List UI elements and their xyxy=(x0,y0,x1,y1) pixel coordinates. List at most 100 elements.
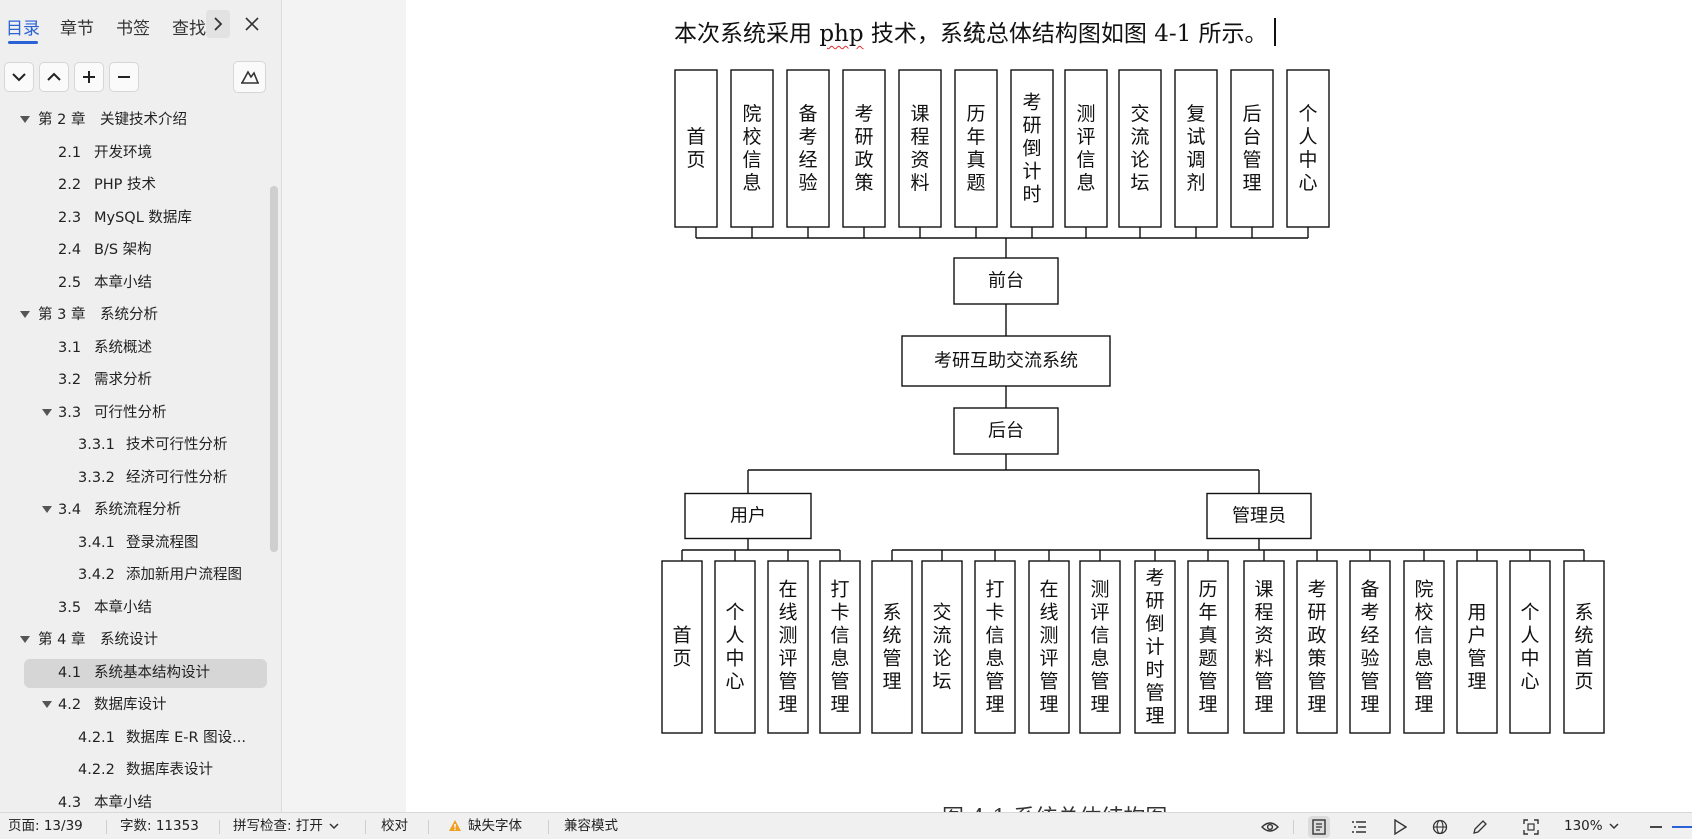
add-heading-button[interactable] xyxy=(74,62,104,92)
caret-down-icon[interactable] xyxy=(20,636,30,643)
module-label: 在线测评管理 xyxy=(1039,579,1058,716)
caret-down-icon[interactable] xyxy=(20,116,30,123)
paragraph-text-end: 技术，系统总体结构图如图 4-1 所示。 xyxy=(863,21,1268,47)
toc-item-title: 登录流程图 xyxy=(126,534,199,551)
module-box[interactable] xyxy=(1134,560,1176,734)
frontend-box[interactable] xyxy=(953,257,1059,305)
module-box[interactable] xyxy=(786,69,830,228)
module-box[interactable] xyxy=(1028,560,1070,734)
module-box[interactable] xyxy=(661,560,703,734)
remove-heading-button[interactable] xyxy=(109,62,139,92)
module-box[interactable] xyxy=(1286,69,1330,228)
toc-item-title: 关键技术介绍 xyxy=(100,112,187,128)
toc-toolbar xyxy=(0,61,281,96)
module-box[interactable] xyxy=(1296,560,1338,734)
eye-icon xyxy=(1261,822,1279,832)
module-box[interactable] xyxy=(1187,560,1229,734)
module-box[interactable] xyxy=(1010,69,1054,228)
zoom-slider[interactable] xyxy=(1672,816,1692,838)
reading-mode-button[interactable] xyxy=(1259,816,1281,838)
outline-view-button[interactable] xyxy=(1348,816,1370,838)
module-box[interactable] xyxy=(871,560,913,734)
module-box[interactable] xyxy=(921,560,963,734)
document-page[interactable]: 本次系统采用 php 技术，系统总体结构图如图 4-1 所示。 首页院校信息备考… xyxy=(406,0,1692,812)
module-box[interactable] xyxy=(767,560,809,734)
backend-box[interactable] xyxy=(953,407,1059,455)
spellcheck-toggle[interactable]: 拼写检查: 打开 xyxy=(233,813,339,839)
tab-toc[interactable]: 目录 xyxy=(6,14,40,44)
toc-item[interactable]: 第 3 章系统分析 xyxy=(0,299,281,331)
toc-item-title: 需求分析 xyxy=(94,372,152,388)
drag-handle-icon[interactable] xyxy=(966,20,980,42)
fit-page-button[interactable] xyxy=(1520,816,1542,838)
toc-item-title: 添加新用户流程图 xyxy=(126,567,242,583)
module-box[interactable] xyxy=(819,560,861,734)
tab-chapters[interactable]: 章节 xyxy=(60,19,94,39)
toc-style-button[interactable] xyxy=(233,61,266,93)
caret-down-icon[interactable] xyxy=(42,506,52,513)
caret-down-icon[interactable] xyxy=(42,408,52,416)
toc-item[interactable]: 第 2 章关键技术介绍 xyxy=(0,104,281,136)
paragraph-text-start: 本次系统采用 xyxy=(674,21,820,47)
missing-font-button[interactable]: 缺失字体 xyxy=(448,813,522,839)
module-box[interactable] xyxy=(974,560,1016,734)
tab-find[interactable]: 查找 xyxy=(172,19,206,39)
caret-down-icon[interactable] xyxy=(42,701,52,708)
play-button[interactable] xyxy=(1389,816,1411,838)
module-box[interactable] xyxy=(1064,69,1108,228)
toc-item-title: 技术可行性分析 xyxy=(126,437,228,453)
collapse-up-button[interactable] xyxy=(39,62,69,92)
module-box[interactable] xyxy=(842,69,886,228)
module-box[interactable] xyxy=(1403,560,1445,734)
module-box[interactable] xyxy=(674,69,718,228)
web-view-button[interactable] xyxy=(1429,816,1451,838)
admin-box[interactable] xyxy=(1206,492,1312,540)
module-box[interactable] xyxy=(1174,69,1218,228)
module-box[interactable] xyxy=(1118,69,1162,228)
toc-scrollbar[interactable] xyxy=(270,186,278,552)
spellcheck-flagged-word[interactable]: php xyxy=(819,21,864,47)
page-indicator[interactable]: 页面: 13/39 xyxy=(8,818,83,834)
zoom-level[interactable]: 130% xyxy=(1564,813,1619,839)
toc-item[interactable]: 第 4 章系统设计 xyxy=(0,624,281,656)
zoom-out-button[interactable] xyxy=(1645,816,1667,838)
module-box[interactable] xyxy=(1079,560,1121,734)
module-box[interactable] xyxy=(714,560,756,734)
toc-item-number: 3.1 xyxy=(58,339,82,356)
module-box[interactable] xyxy=(954,69,998,228)
word-count[interactable]: 字数: 11353 xyxy=(120,818,199,834)
tab-bookmarks[interactable]: 书签 xyxy=(116,19,150,39)
page-view-button[interactable] xyxy=(1308,816,1330,838)
module-box[interactable] xyxy=(1456,560,1498,734)
module-box[interactable] xyxy=(1509,560,1551,734)
caret-down-icon[interactable] xyxy=(20,311,30,318)
tabs-more-button[interactable] xyxy=(206,10,230,38)
close-pane-button[interactable] xyxy=(240,11,264,37)
annotate-button[interactable] xyxy=(1469,816,1491,838)
module-box[interactable] xyxy=(1349,560,1391,734)
module-box[interactable] xyxy=(1243,560,1285,734)
proofread-button[interactable]: 校对 xyxy=(381,818,408,834)
paragraph-text[interactable]: 本次系统采用 php 技术，系统总体结构图如图 4-1 所示。 xyxy=(674,14,1276,48)
expand-down-button[interactable] xyxy=(4,62,34,92)
module-box[interactable] xyxy=(1563,560,1605,734)
